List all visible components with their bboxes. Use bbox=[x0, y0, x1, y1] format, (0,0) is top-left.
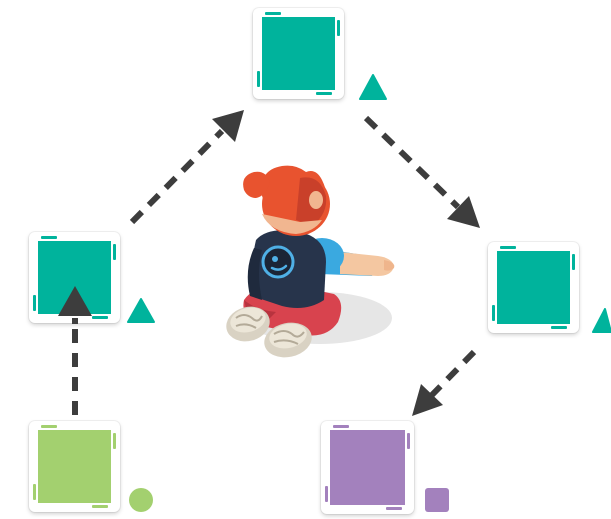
circle-icon bbox=[129, 488, 153, 512]
node-card-bottom-left bbox=[29, 421, 120, 512]
node-card-right bbox=[488, 242, 579, 333]
node-fill-green bbox=[38, 430, 111, 503]
node-fill-teal bbox=[262, 17, 335, 90]
node-card-bottom-right bbox=[321, 421, 414, 514]
square-icon bbox=[425, 488, 449, 512]
arrow-right-to-bottomright bbox=[412, 349, 477, 416]
node-card-top bbox=[253, 8, 344, 99]
arrow-top-to-right bbox=[363, 115, 480, 228]
node-fill-teal bbox=[497, 251, 570, 324]
arrow-left-to-top bbox=[129, 110, 244, 225]
node-fill-purple bbox=[330, 430, 405, 505]
